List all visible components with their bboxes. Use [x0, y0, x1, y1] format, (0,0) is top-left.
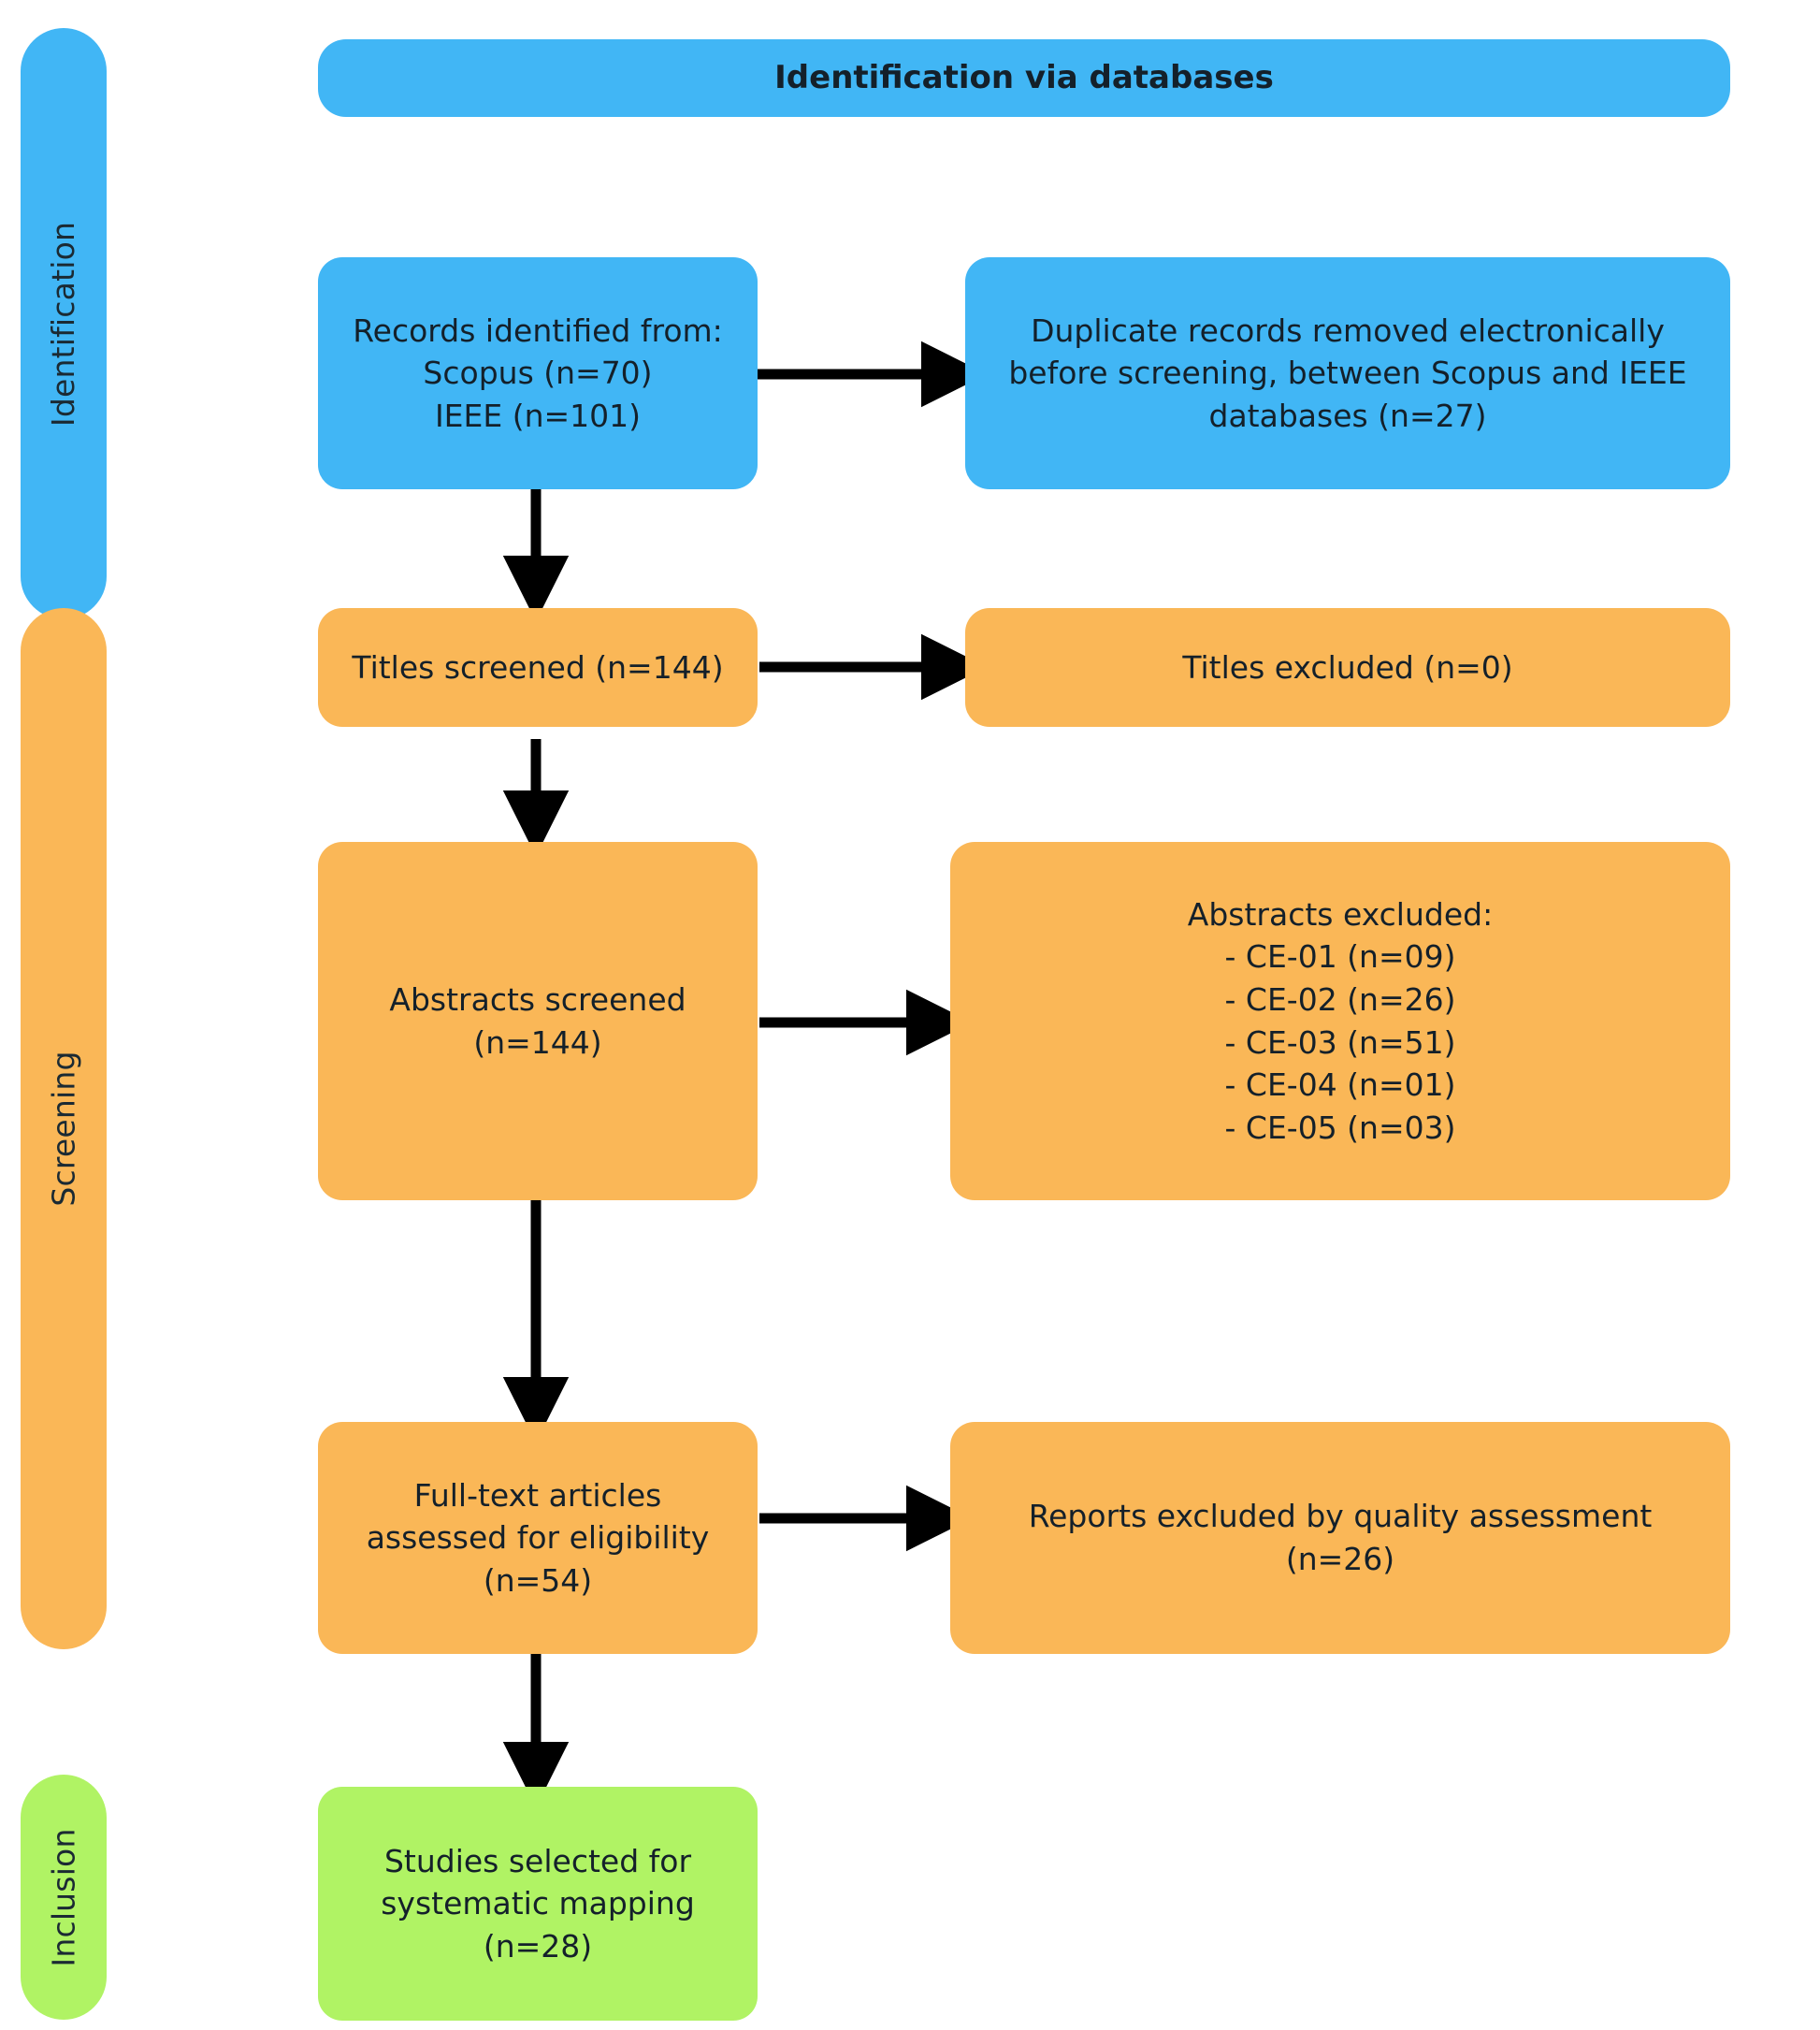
node-records-identified: Records identified from: Scopus (n=70) I… [318, 257, 758, 489]
phase-label-screening-text: Screening [45, 1051, 82, 1207]
node-line: Abstracts screened [389, 980, 686, 1018]
exclusion-criterion-item: - CE-04 (n=01) [1224, 1066, 1456, 1104]
node-line: (n=28) [483, 1927, 593, 1965]
node-line: Scopus (n=70) [423, 355, 653, 392]
node-records-identified-text: Records identified from: Scopus (n=70) I… [335, 310, 741, 438]
phase-label-screening: Screening [21, 608, 107, 1649]
node-line: (n=144) [473, 1023, 602, 1061]
node-line: systematic mapping [381, 1885, 695, 1922]
node-abstracts-excluded-heading: Abstracts excluded: [1187, 895, 1494, 933]
node-line: (n=26) [1285, 1541, 1395, 1577]
node-line: Full-text articles [413, 1476, 662, 1514]
exclusion-criterion-item: - CE-02 (n=26) [1224, 980, 1456, 1018]
node-abstracts-excluded: Abstracts excluded: - CE-01 (n=09) - CE-… [950, 842, 1730, 1200]
phase-label-inclusion: Inclusion [21, 1775, 107, 2020]
node-duplicates-removed: Duplicate records removed electronically… [965, 257, 1730, 489]
banner-identification-via-databases: Identification via databases [318, 39, 1730, 117]
node-titles-excluded-text: Titles excluded (n=0) [982, 646, 1713, 689]
node-line: Duplicate records removed electronically [1031, 312, 1665, 349]
node-line: Records identified from: [353, 312, 723, 349]
node-reports-excluded: Reports excluded by quality assessment (… [950, 1422, 1730, 1654]
node-studies-selected-text: Studies selected for systematic mapping … [335, 1840, 741, 1968]
node-titles-excluded: Titles excluded (n=0) [965, 608, 1730, 727]
node-line: before screening, between Scopus and IEE… [1008, 355, 1687, 392]
exclusion-criterion-item: - CE-03 (n=51) [1224, 1023, 1456, 1061]
node-titles-screened: Titles screened (n=144) [318, 608, 758, 727]
node-line: (n=54) [483, 1561, 593, 1599]
phase-label-identification: Identification [21, 28, 107, 619]
banner-label: Identification via databases [774, 59, 1274, 97]
node-line: Titles excluded (n=0) [1182, 648, 1513, 686]
node-line: Titles screened (n=144) [352, 648, 724, 686]
node-reports-excluded-text: Reports excluded by quality assessment (… [967, 1495, 1713, 1580]
node-titles-screened-text: Titles screened (n=144) [335, 646, 741, 689]
node-duplicates-removed-text: Duplicate records removed electronically… [982, 310, 1713, 438]
phase-label-identification-text: Identification [45, 221, 82, 427]
node-abstracts-screened: Abstracts screened (n=144) [318, 842, 758, 1200]
node-line: Studies selected for [383, 1842, 692, 1879]
node-line: databases (n=27) [1208, 397, 1487, 434]
node-studies-selected: Studies selected for systematic mapping … [318, 1787, 758, 2021]
node-abstracts-screened-text: Abstracts screened (n=144) [335, 979, 741, 1064]
node-line: IEEE (n=101) [434, 397, 642, 434]
exclusion-criterion-item: - CE-05 (n=03) [1224, 1109, 1456, 1146]
phase-label-inclusion-text: Inclusion [45, 1827, 82, 1967]
node-fulltext-assessed-text: Full-text articles assessed for eligibil… [335, 1474, 741, 1602]
node-fulltext-assessed: Full-text articles assessed for eligibil… [318, 1422, 758, 1654]
node-abstracts-excluded-text: Abstracts excluded: - CE-01 (n=09) - CE-… [967, 893, 1713, 1149]
node-line: assessed for eligibility [366, 1519, 710, 1557]
node-line: Reports excluded by quality assessment [1028, 1498, 1653, 1535]
exclusion-criterion-item: - CE-01 (n=09) [1224, 938, 1456, 976]
